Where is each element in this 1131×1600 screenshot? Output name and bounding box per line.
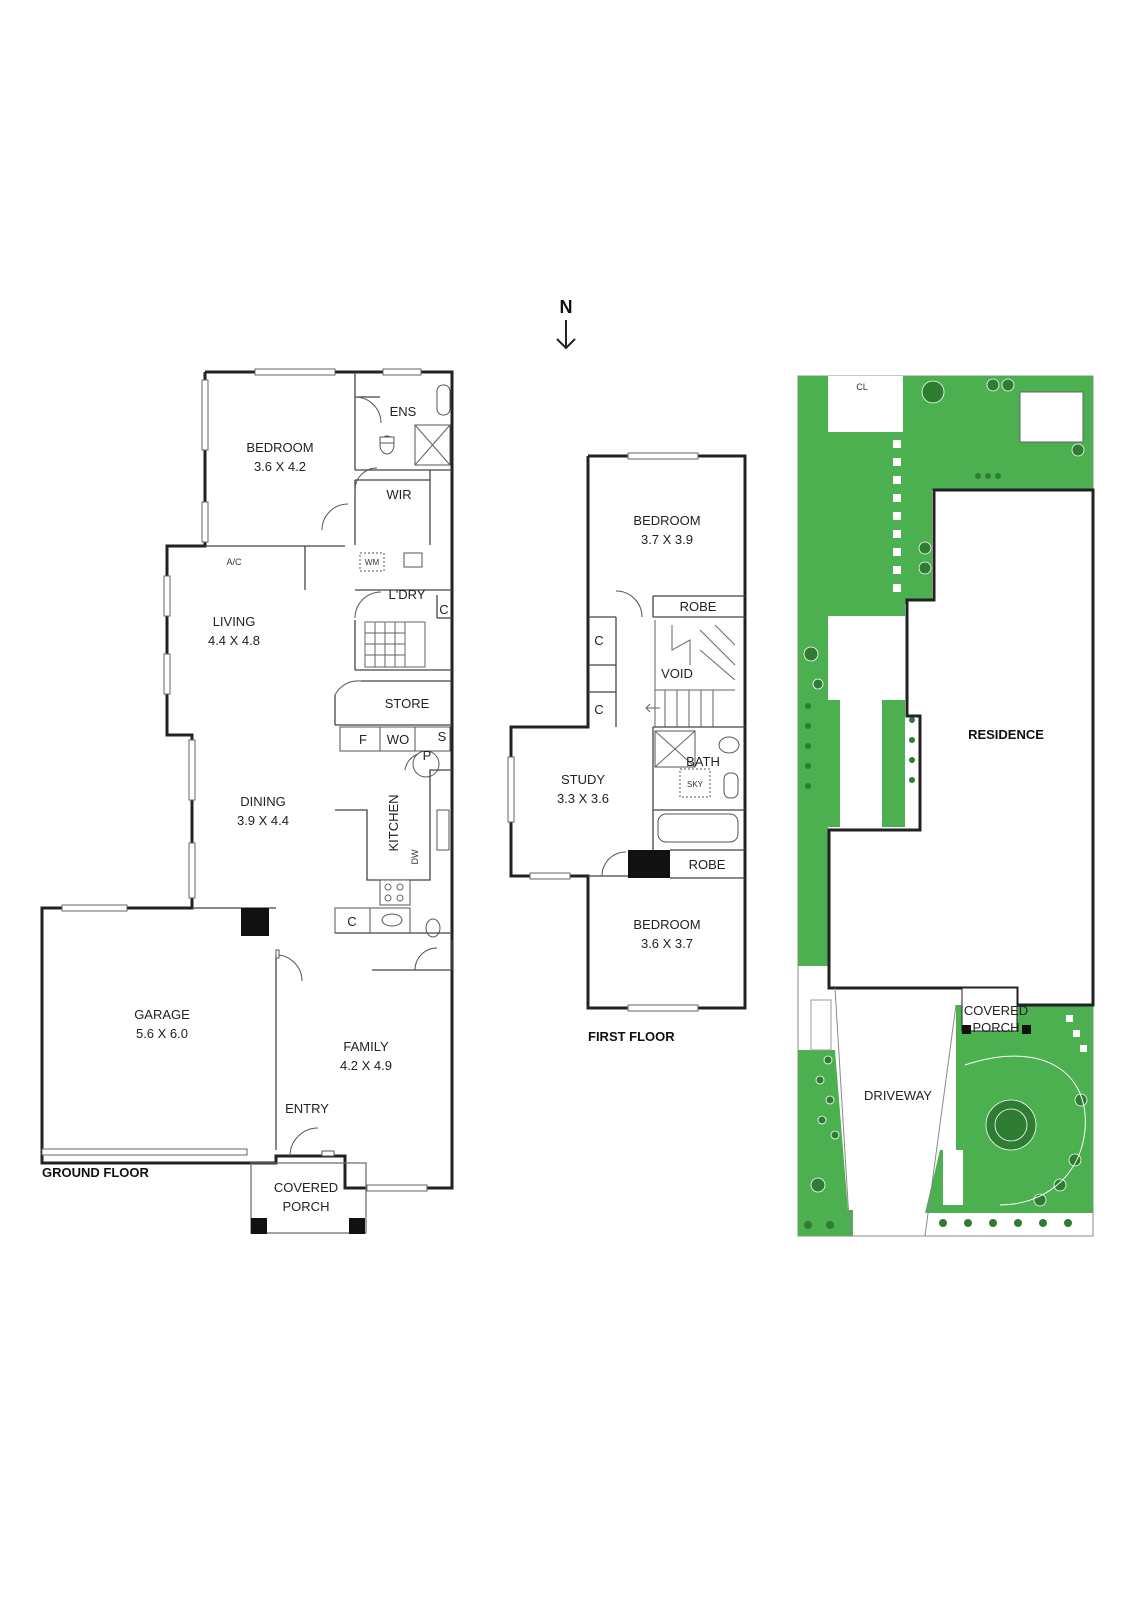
gf-bedroom-name: BEDROOM — [246, 440, 313, 455]
gf-dining-name: DINING — [240, 794, 286, 809]
ff-cupboard1-label: C — [594, 633, 603, 648]
driveway-side-strip — [798, 1050, 850, 1236]
gf-entry-label: ENTRY — [285, 1101, 329, 1116]
gf-fridge-label: F — [359, 732, 367, 747]
first-floor-outline — [509, 454, 747, 1010]
ff-bedroom2-name: BEDROOM — [633, 917, 700, 932]
gf-store-label: STORE — [385, 696, 430, 711]
site-plan: CL RESIDENCE COVERED PORCH DRIVEWAY — [797, 375, 1095, 1237]
side-lawn-strip — [813, 700, 841, 827]
residence-footprint — [827, 488, 1095, 1007]
gf-pantry-label: P — [423, 748, 432, 763]
ff-bedroom1-dims: 3.7 X 3.9 — [641, 532, 693, 547]
gf-dining-dims: 3.9 X 4.4 — [237, 813, 289, 828]
gf-living-name: LIVING — [213, 614, 256, 629]
ff-cupboard2-label: C — [594, 702, 603, 717]
side-lawn-strip-2 — [882, 700, 905, 827]
site-cl-label: CL — [856, 382, 868, 392]
site-covered-porch — [961, 987, 1018, 1032]
first-floor-title: FIRST FLOOR — [588, 1029, 675, 1044]
site-residence-label: RESIDENCE — [968, 727, 1044, 742]
ground-floor-plan: BEDROOM 3.6 X 4.2 ENS WIR A/C WM L'DRY C… — [40, 368, 454, 1234]
gf-kitchen-label: KITCHEN — [386, 794, 401, 851]
gf-s-label: S — [438, 729, 447, 744]
compass: N — [556, 297, 576, 350]
gf-garage-name: GARAGE — [134, 1007, 190, 1022]
site-driveway-label: DRIVEWAY — [864, 1088, 932, 1103]
gf-ac-label: A/C — [226, 557, 242, 567]
north-label: N — [560, 297, 573, 317]
ff-study-dims: 3.3 X 3.6 — [557, 791, 609, 806]
stepping-stones — [893, 440, 1087, 1052]
site-porch-line2: PORCH — [973, 1020, 1020, 1035]
ff-sky-label: SKY — [687, 780, 704, 789]
rear-garden-lawn — [798, 376, 1093, 966]
first-floor-plan: BEDROOM 3.7 X 3.9 ROBE C C VOID STUDY 3.… — [507, 452, 747, 1044]
ff-bath-label: BATH — [686, 754, 720, 769]
gf-wir-label: WIR — [386, 487, 411, 502]
gf-porch-line1: COVERED — [274, 1180, 338, 1195]
ground-porch-area — [250, 1162, 367, 1234]
ff-study-name: STUDY — [561, 772, 605, 787]
hedge-row — [804, 473, 1072, 1229]
ff-void-label: VOID — [661, 666, 693, 681]
column-block — [241, 908, 269, 936]
gf-dishwasher-label: DW — [410, 849, 420, 864]
shrubs — [803, 378, 1088, 1207]
arrow-down-icon — [556, 320, 576, 350]
ff-bedroom1-name: BEDROOM — [633, 513, 700, 528]
gf-living-dims: 4.4 X 4.8 — [208, 633, 260, 648]
ff-column-block — [628, 850, 670, 878]
ff-robe1-label: ROBE — [680, 599, 717, 614]
ground-floor-title: GROUND FLOOR — [42, 1165, 149, 1180]
gf-wm-label: WM — [365, 558, 380, 567]
gf-family-name: FAMILY — [343, 1039, 389, 1054]
gf-laundry-cupboard-label: C — [439, 602, 448, 617]
gf-garage-dims: 5.6 X 6.0 — [136, 1026, 188, 1041]
ff-bedroom2-dims: 3.6 X 3.7 — [641, 936, 693, 951]
site-porch-line1: COVERED — [964, 1003, 1028, 1018]
ff-robe2-label: ROBE — [689, 857, 726, 872]
gf-bedroom-dims: 3.6 X 4.2 — [254, 459, 306, 474]
gf-wall-oven-label: WO — [387, 732, 409, 747]
gf-family-dims: 4.2 X 4.9 — [340, 1058, 392, 1073]
gf-ens-label: ENS — [390, 404, 417, 419]
gf-laundry-label: L'DRY — [389, 587, 426, 602]
gf-kitchen-cupboard-label: C — [347, 914, 356, 929]
gf-porch-line2: PORCH — [283, 1199, 330, 1214]
